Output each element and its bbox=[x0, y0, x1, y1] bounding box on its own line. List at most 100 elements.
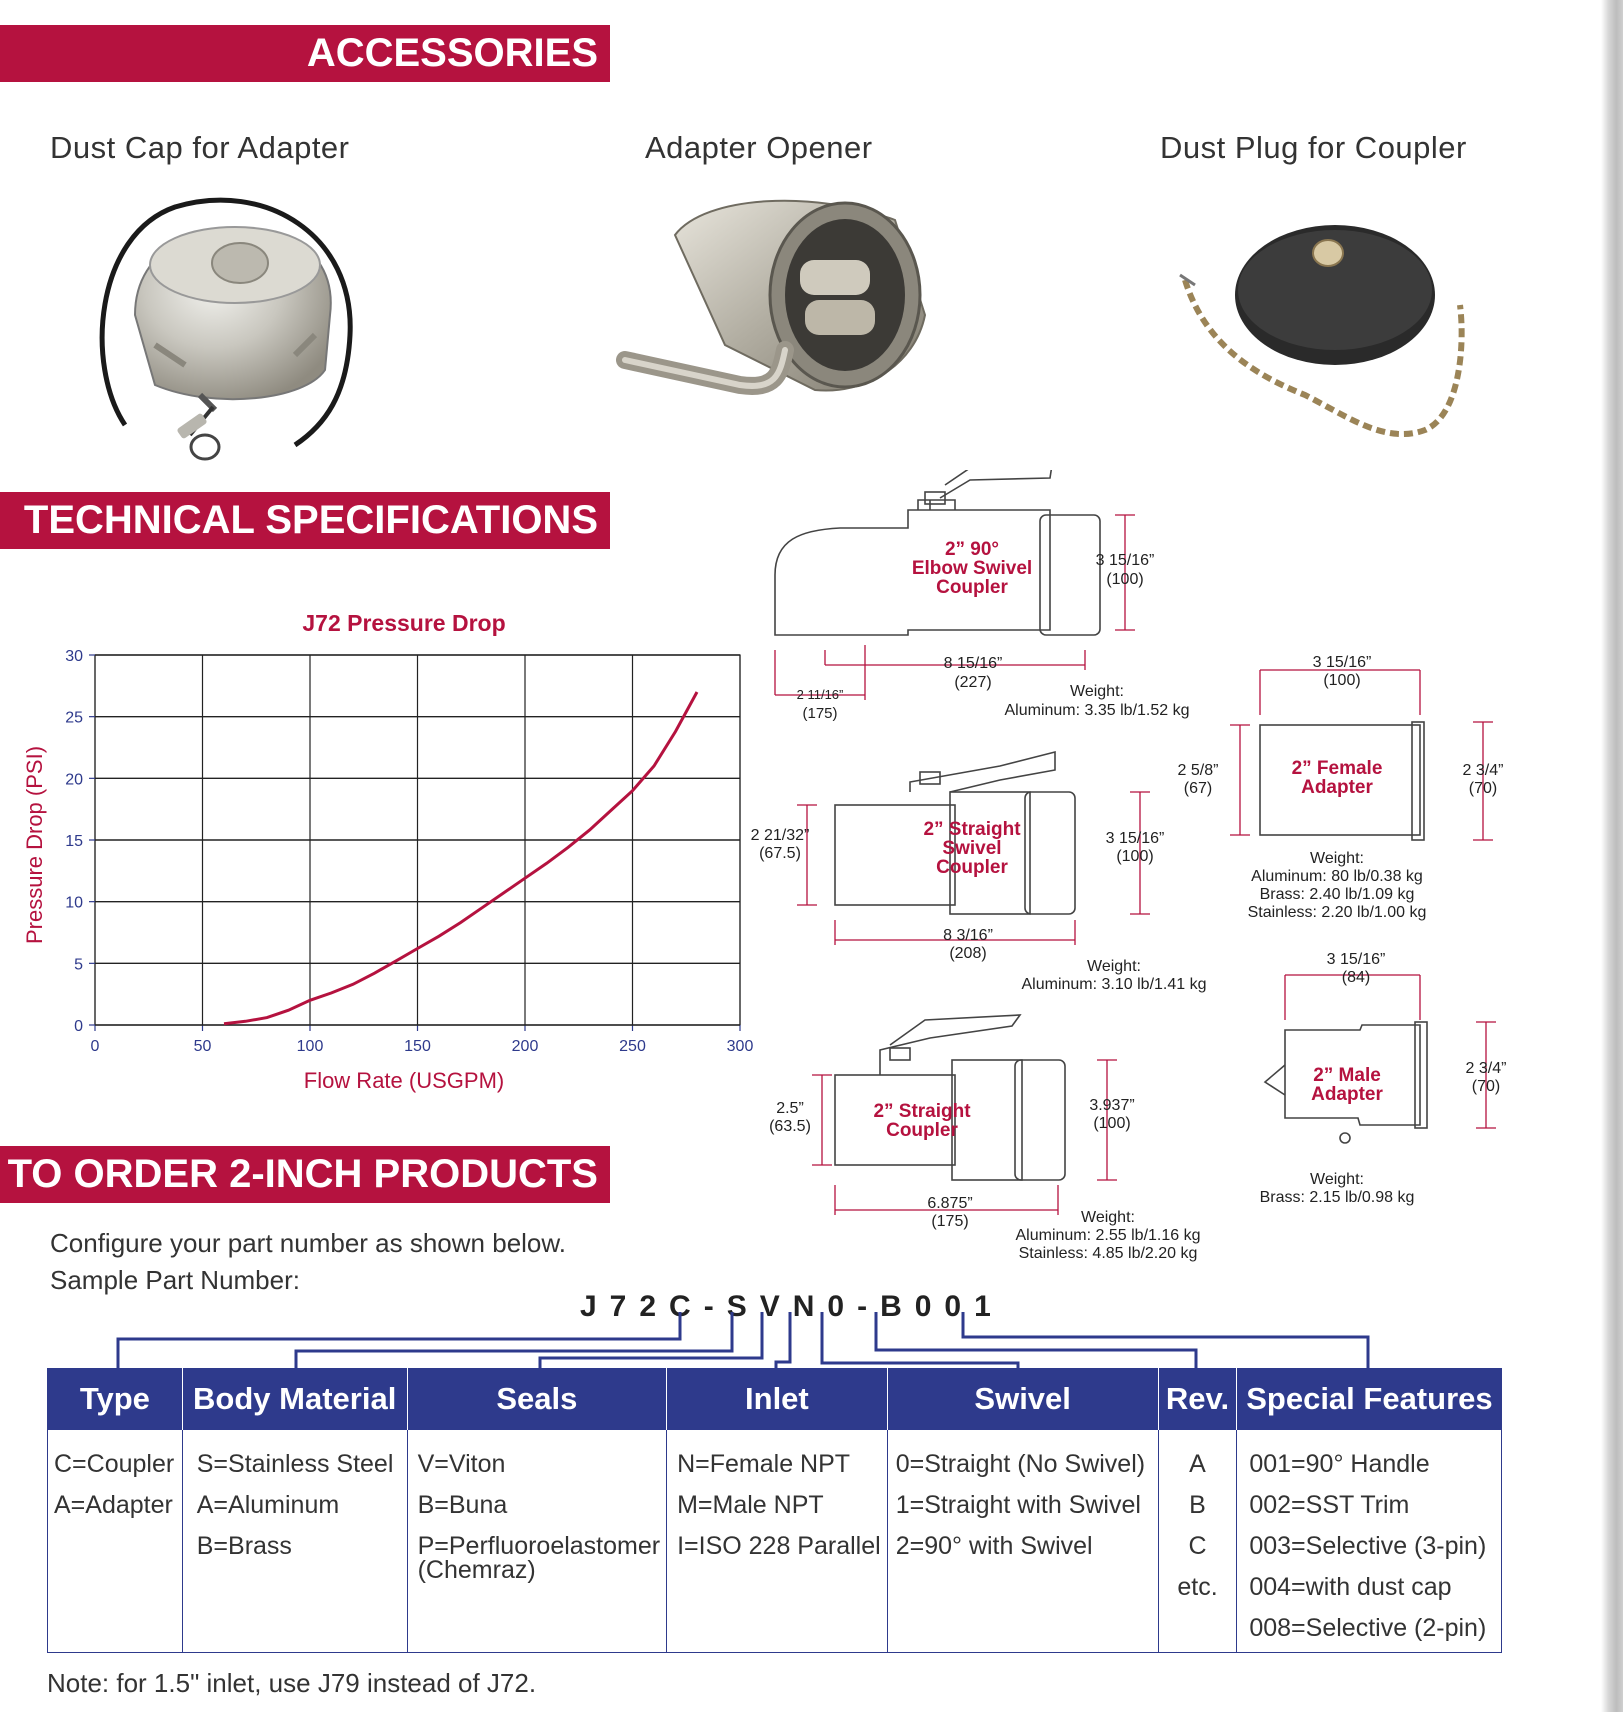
svg-text:(100): (100) bbox=[1106, 571, 1143, 588]
inlet-note: Note: for 1.5" inlet, use J79 instead of… bbox=[47, 1668, 537, 1698]
rev-options: A B C etc. bbox=[1157, 1430, 1237, 1653]
order-intro-line-1: Configure your part number as shown belo… bbox=[50, 1228, 566, 1258]
svg-text:Brass: 2.40 lb/1.09 kg: Brass: 2.40 lb/1.09 kg bbox=[1260, 886, 1415, 903]
male-right-dim: 2 3/4” bbox=[1466, 1060, 1507, 1077]
accessories-heading: ACCESSORIES bbox=[306, 31, 598, 75]
special-feature-option: 002=SST Trim bbox=[1249, 1491, 1410, 1519]
male-weight: Weight: bbox=[1310, 1171, 1364, 1188]
chart-grid bbox=[89, 654, 741, 1031]
chart-x-tick-label: 0 bbox=[91, 1038, 100, 1055]
chart-y-tick-label: 10 bbox=[65, 895, 83, 912]
seals-option: P=Perfluoroelastomer (Chemraz) bbox=[417, 1532, 661, 1584]
rev-option: B bbox=[1189, 1491, 1206, 1519]
body-material-options: S=Stainless Steel A=Aluminum B=Brass bbox=[181, 1430, 408, 1653]
svg-text:Elbow Swivel: Elbow Swivel bbox=[912, 558, 1032, 579]
seals-options: V=Viton B=Buna P=Perfluoroelastomer (Che… bbox=[406, 1430, 667, 1653]
adapter-opener-title: Adapter Opener bbox=[645, 130, 873, 165]
dust-plug-photo bbox=[1179, 225, 1465, 438]
dust-plug-title: Dust Plug for Coupler bbox=[1160, 130, 1467, 165]
body-material-header: Body Material bbox=[181, 1368, 408, 1430]
swivel-weight: Weight: bbox=[1087, 958, 1141, 975]
svg-text:(67.5): (67.5) bbox=[759, 845, 801, 862]
svg-text:Coupler: Coupler bbox=[936, 857, 1008, 878]
seals-option: B=Buna bbox=[417, 1491, 508, 1519]
seals-option: V=Viton bbox=[417, 1450, 506, 1478]
svg-text:(70): (70) bbox=[1472, 1078, 1500, 1095]
svg-text:Aluminum: 3.10 lb/1.41 kg: Aluminum: 3.10 lb/1.41 kg bbox=[1022, 976, 1207, 993]
svg-text:2” 90°: 2” 90° bbox=[945, 539, 999, 560]
swivel-option: 1=Straight with Swivel bbox=[895, 1491, 1141, 1519]
type-options: C=Coupler A=Adapter bbox=[47, 1430, 183, 1653]
page-edge-shadow bbox=[1601, 0, 1623, 1712]
rev-option: C bbox=[1188, 1532, 1207, 1560]
to-order-heading: TO ORDER 2-INCH PRODUCTS bbox=[7, 1152, 598, 1196]
svg-text:(100): (100) bbox=[1323, 672, 1360, 689]
chart-x-tick-label: 100 bbox=[297, 1038, 324, 1055]
chart-x-tick-label: 300 bbox=[727, 1038, 754, 1055]
seals-header: Seals bbox=[406, 1368, 667, 1430]
special-feature-option: 003=Selective (3-pin) bbox=[1249, 1532, 1487, 1560]
elbow-weight: Weight: bbox=[1070, 683, 1124, 700]
straight-coupler-label: 2” Straight Coupler bbox=[873, 1101, 971, 1141]
svg-text:(67): (67) bbox=[1184, 780, 1212, 797]
inlet-header: Inlet bbox=[666, 1368, 888, 1430]
elbow-height-dim: 3 15/16” bbox=[1096, 552, 1155, 569]
adapter-opener-photo bbox=[616, 199, 927, 395]
elbow-offset-dim: 2 11/16” bbox=[797, 687, 844, 702]
svg-text:Adapter: Adapter bbox=[1311, 1084, 1383, 1105]
chart-y-tick-label: 20 bbox=[65, 771, 83, 788]
inlet-options: N=Female NPT M=Male NPT I=ISO 228 Parall… bbox=[666, 1430, 888, 1653]
inlet-option: N=Female NPT bbox=[677, 1450, 851, 1478]
male-top-dim: 3 15/16” bbox=[1327, 951, 1386, 968]
accessories-banner: ACCESSORIES bbox=[0, 25, 610, 82]
pressure-drop-series-line bbox=[223, 691, 699, 1026]
part-number-connectors bbox=[116, 1312, 1370, 1368]
chart-y-label: Pressure Drop (PSI) bbox=[22, 746, 47, 944]
swivel-options: 0=Straight (No Swivel) 1=Straight with S… bbox=[886, 1430, 1159, 1653]
svg-text:(208): (208) bbox=[949, 945, 986, 962]
inlet-option: I=ISO 228 Parallel bbox=[677, 1532, 881, 1560]
tech-specs-banner: TECHNICAL SPECIFICATIONS bbox=[0, 492, 610, 549]
order-intro-line-2: Sample Part Number: bbox=[50, 1265, 300, 1295]
chart-y-tick-label: 5 bbox=[74, 956, 83, 973]
svg-text:Swivel: Swivel bbox=[942, 838, 1001, 859]
svg-text:Stainless: 4.85 lb/2.20 kg: Stainless: 4.85 lb/2.20 kg bbox=[1019, 1245, 1198, 1262]
body-material-option: A=Aluminum bbox=[196, 1491, 340, 1519]
chart-y-tick-label: 30 bbox=[65, 648, 83, 665]
female-top-dim: 3 15/16” bbox=[1313, 654, 1372, 671]
svg-text:Adapter: Adapter bbox=[1301, 777, 1373, 798]
svg-text:Aluminum: 2.55 lb/1.16 kg: Aluminum: 2.55 lb/1.16 kg bbox=[1016, 1227, 1201, 1244]
inlet-option: M=Male NPT bbox=[677, 1491, 824, 1519]
elbow-length-dim: 8 15/16” bbox=[944, 655, 1003, 672]
type-option: C=Coupler bbox=[54, 1450, 175, 1478]
chart-x-tick-label: 150 bbox=[404, 1038, 431, 1055]
swivel-length-dim: 8 3/16” bbox=[943, 927, 993, 944]
body-material-option: S=Stainless Steel bbox=[196, 1450, 394, 1478]
svg-text:2” Straight: 2” Straight bbox=[873, 1101, 971, 1122]
special-feature-option: 008=Selective (2-pin) bbox=[1249, 1614, 1487, 1642]
chart-y-tick-label: 25 bbox=[65, 710, 83, 727]
to-order-banner: TO ORDER 2-INCH PRODUCTS bbox=[0, 1146, 610, 1203]
sample-part-number: J72C-SVN0-B001 bbox=[580, 1290, 1004, 1323]
swivel-option: 0=Straight (No Swivel) bbox=[895, 1450, 1146, 1478]
svg-text:Aluminum: 80 lb/0.38 kg: Aluminum: 80 lb/0.38 kg bbox=[1251, 868, 1423, 885]
female-adapter-label: 2” Female Adapter bbox=[1292, 758, 1383, 798]
elbow-coupler-label: 2” 90° Elbow Swivel Coupler bbox=[912, 539, 1032, 598]
chart-x-tick-label: 250 bbox=[619, 1038, 646, 1055]
female-adapter-diagram bbox=[1259, 721, 1425, 841]
female-right-dim: 2 3/4” bbox=[1463, 762, 1504, 779]
swivel-left-dim: 2 21/32” bbox=[751, 827, 810, 844]
special-features-header: Special Features bbox=[1236, 1368, 1502, 1430]
elbow-swivel-coupler-diagram bbox=[774, 470, 1101, 636]
svg-text:Brass: 2.15 lb/0.98 kg: Brass: 2.15 lb/0.98 kg bbox=[1260, 1189, 1415, 1206]
swivel-option: 2=90° with Swivel bbox=[895, 1532, 1093, 1560]
svg-text:(63.5): (63.5) bbox=[769, 1118, 811, 1135]
straight-right-dim: 3.937” bbox=[1089, 1097, 1134, 1114]
male-adapter-label: 2” Male Adapter bbox=[1311, 1065, 1383, 1105]
svg-text:Coupler: Coupler bbox=[936, 577, 1008, 598]
svg-text:Stainless: 2.20 lb/1.00 kg: Stainless: 2.20 lb/1.00 kg bbox=[1248, 904, 1427, 921]
swivel-header: Swivel bbox=[886, 1368, 1159, 1430]
dust-cap-photo bbox=[99, 197, 353, 461]
tech-specs-heading: TECHNICAL SPECIFICATIONS bbox=[23, 498, 598, 542]
type-option: A=Adapter bbox=[54, 1491, 173, 1519]
